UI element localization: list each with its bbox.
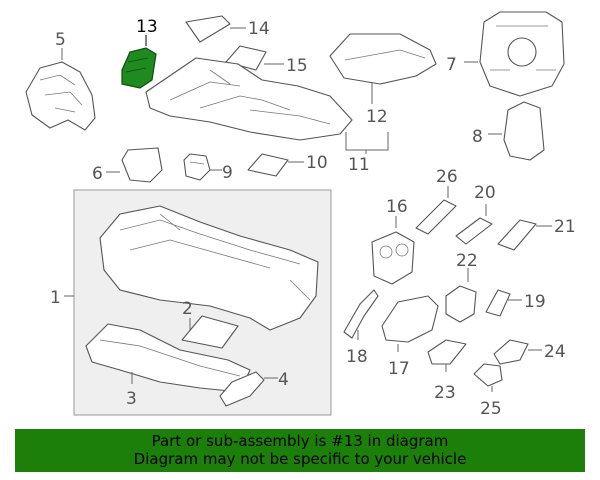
part-25-connector[interactable]: 25	[473, 363, 503, 419]
part-17-side-panel[interactable]: 17	[381, 295, 439, 379]
part-8-cover[interactable]: 8	[472, 101, 545, 161]
callout-18: 18	[346, 347, 368, 367]
part-4-wiring-clip[interactable]: 4	[219, 370, 289, 407]
part-14-trim-strip[interactable]: 14	[185, 15, 270, 43]
part-3-duct[interactable]: 3	[85, 323, 251, 409]
callout-17: 17	[388, 359, 410, 379]
part-22-switch[interactable]: 22	[445, 251, 478, 323]
part-6-cup-holder[interactable]: 6	[92, 147, 163, 184]
part-16-vent-panel[interactable]: 16	[371, 197, 415, 285]
part-1-console-assembly[interactable]: 1	[50, 205, 319, 331]
info-banner: Part or sub-assembly is #13 in diagram D…	[15, 429, 585, 472]
banner-line-1: Part or sub-assembly is #13 in diagram	[151, 432, 449, 450]
callout-26: 26	[436, 167, 458, 187]
callout-3: 3	[126, 389, 137, 409]
callout-21: 21	[554, 217, 576, 237]
callout-24: 24	[544, 342, 566, 362]
part-21-trim-ring[interactable]: 21	[497, 217, 576, 251]
part-19-cover[interactable]: 19	[485, 289, 546, 317]
part-23-bracket[interactable]: 23	[427, 339, 467, 403]
part-20-trim[interactable]: 20	[455, 183, 496, 245]
callout-23: 23	[434, 383, 456, 403]
callout-20: 20	[474, 183, 496, 203]
callout-12: 12	[366, 107, 388, 127]
callout-11: 11	[348, 155, 370, 175]
part-12-armrest-lid[interactable]: 12	[329, 33, 437, 127]
part-26-trim[interactable]: 26	[415, 167, 458, 235]
callout-6: 6	[92, 164, 103, 184]
callout-14: 14	[248, 19, 270, 39]
callout-10: 10	[306, 153, 328, 173]
part-10-mat[interactable]: 10	[247, 153, 328, 177]
callout-15: 15	[286, 56, 308, 76]
callout-19: 19	[524, 292, 546, 312]
callout-22: 22	[456, 251, 478, 271]
banner-line-2: Diagram may not be specific to your vehi…	[133, 450, 467, 468]
part-24-socket[interactable]: 24	[493, 339, 566, 365]
part-11-console-bracket[interactable]: 11	[345, 132, 389, 175]
part-7-control-panel[interactable]: 7	[446, 11, 565, 97]
part-18-strip[interactable]: 18	[343, 289, 379, 367]
callout-4: 4	[278, 370, 289, 390]
part-5-shifter-trim[interactable]: 5	[25, 30, 96, 131]
parts-diagram: 5 13 14 15 12 11	[25, 11, 576, 419]
callout-7: 7	[446, 55, 457, 75]
part-2-pad[interactable]: 2	[181, 299, 239, 349]
callout-25: 25	[480, 399, 502, 419]
callout-16: 16	[386, 197, 408, 217]
callout-8: 8	[472, 127, 483, 147]
callout-2: 2	[182, 299, 193, 319]
part-13-bracket-highlighted[interactable]: 13	[121, 17, 158, 89]
center-console-upper[interactable]	[145, 57, 353, 141]
callout-1: 1	[50, 288, 61, 308]
callout-5: 5	[55, 30, 66, 50]
callout-13: 13	[136, 17, 158, 37]
callout-9: 9	[222, 163, 233, 183]
part-9-clip[interactable]: 9	[183, 153, 233, 183]
